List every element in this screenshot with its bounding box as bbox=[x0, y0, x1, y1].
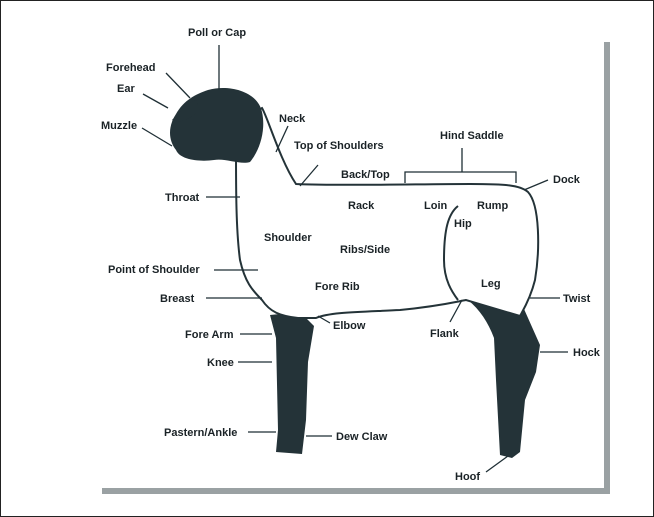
label-dew-claw: Dew Claw bbox=[336, 431, 388, 443]
label-back-top: Back/Top bbox=[341, 169, 390, 181]
label-muzzle: Muzzle bbox=[101, 120, 137, 132]
label-flank: Flank bbox=[430, 328, 460, 340]
label-poll: Poll or Cap bbox=[188, 27, 246, 39]
label-hock: Hock bbox=[573, 347, 601, 359]
label-breast: Breast bbox=[160, 293, 195, 305]
label-throat: Throat bbox=[165, 192, 200, 204]
label-twist: Twist bbox=[563, 293, 591, 305]
label-point-of-shoulder: Point of Shoulder bbox=[108, 264, 200, 276]
label-loin: Loin bbox=[424, 200, 447, 212]
label-hind-saddle: Hind Saddle bbox=[440, 130, 504, 142]
label-leg: Leg bbox=[481, 278, 501, 290]
label-ribs-side: Ribs/Side bbox=[340, 244, 390, 256]
label-neck: Neck bbox=[279, 113, 306, 125]
label-ear: Ear bbox=[117, 83, 135, 95]
label-knee: Knee bbox=[207, 357, 234, 369]
label-rump: Rump bbox=[477, 200, 508, 212]
label-top-of-shoulders: Top of Shoulders bbox=[294, 140, 384, 152]
label-rack: Rack bbox=[348, 200, 375, 212]
label-fore-rib: Fore Rib bbox=[315, 281, 360, 293]
label-elbow: Elbow bbox=[333, 320, 366, 332]
label-pastern-ankle: Pastern/Ankle bbox=[164, 427, 237, 439]
label-forehead: Forehead bbox=[106, 62, 156, 74]
label-fore-arm: Fore Arm bbox=[185, 329, 234, 341]
label-dock: Dock bbox=[553, 174, 581, 186]
label-hip: Hip bbox=[454, 218, 472, 230]
label-hoof: Hoof bbox=[455, 471, 480, 483]
label-shoulder: Shoulder bbox=[264, 232, 312, 244]
